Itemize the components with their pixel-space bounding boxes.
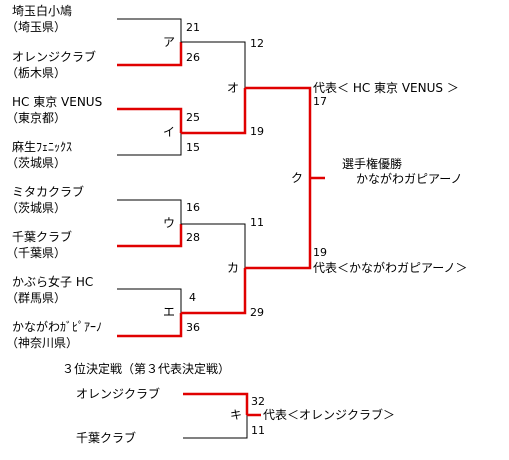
team8-line [117, 313, 183, 338]
team-6-name: 千葉クラブ [12, 230, 73, 244]
match-ka-score-top: 11 [250, 216, 264, 229]
match-u-score-top: 16 [186, 201, 200, 214]
team-7-pref: （群馬県） [6, 291, 67, 305]
representative-top: 代表＜ HC 東京 VENUS ＞ [313, 81, 459, 95]
team-2-name: オレンジクラブ [12, 50, 97, 64]
team-1-pref: （埼玉県） [6, 20, 67, 34]
third-place-lines [183, 392, 261, 439]
match-u-out [181, 223, 246, 268]
final-score-top: 17 [313, 95, 327, 108]
team-8-pref: （神奈川県） [6, 336, 79, 350]
third-place-label: キ [230, 408, 243, 422]
team6-line [117, 224, 183, 248]
match-i-label: イ [163, 125, 176, 139]
team5-line [117, 199, 182, 224]
third-top-line [183, 392, 249, 415]
final-label: ク [291, 171, 304, 185]
match-i-out [181, 88, 247, 135]
team-5-pref: （茨城県） [6, 201, 67, 215]
team-8-name: かながわｶﾞﾋﾟｱｰﾉ [12, 320, 103, 334]
match-o-score-top: 12 [250, 37, 264, 50]
team-1-name: 埼玉白小鳩 [12, 4, 73, 18]
team2-line [117, 42, 183, 67]
team3-line [117, 107, 183, 133]
match-o-score-bottom: 19 [250, 125, 264, 138]
match-i-lines [117, 88, 247, 156]
third-place-score-bottom: 11 [251, 424, 265, 437]
team-6-pref: （千葉県） [6, 246, 67, 260]
match-e-out [181, 268, 247, 315]
team-3-name: HC 東京 VENUS [12, 95, 103, 109]
match-a-out [181, 41, 246, 88]
team-4-pref: （茨城県） [6, 156, 67, 170]
match-u-lines [117, 199, 246, 268]
match-o-out [245, 86, 312, 178]
match-e-score-top: 4 [189, 291, 196, 304]
team-4-name: 麻生ﾌｪﾆｯｸｽ [12, 140, 73, 154]
third-bottom-line [183, 415, 248, 439]
match-e-lines [117, 268, 247, 338]
match-ka-score-bottom: 29 [250, 306, 264, 319]
match-i-score-bottom: 15 [186, 141, 200, 154]
team-7-name: かぶら女子 HC [12, 275, 94, 289]
final-score-bottom: 19 [313, 246, 327, 259]
team4-line [117, 133, 182, 156]
match-ka-out [245, 178, 312, 270]
third-place-score-top: 32 [251, 395, 265, 408]
match-u-label: ウ [163, 216, 176, 230]
match-u-score-bottom: 28 [186, 231, 200, 244]
team-3-pref: （東京都） [6, 111, 67, 125]
match-i-score-top: 25 [186, 111, 200, 124]
match-e-score-bottom: 36 [186, 321, 200, 334]
match-ka-label: カ [227, 261, 240, 275]
third-place-team-top: オレンジクラブ [76, 387, 161, 401]
third-place-team-bottom: 千葉クラブ [76, 431, 137, 445]
champion-title: 選手権優勝 [342, 157, 403, 171]
third-place-result: 代表＜オレンジクラブ＞ [263, 408, 396, 422]
team-2-pref: （栃木県） [6, 66, 67, 80]
team1-line [117, 18, 182, 42]
team-5-name: ミタカクラブ [12, 185, 85, 199]
champion-team: かながわガピアーノ [356, 172, 463, 186]
match-o-label: オ [227, 81, 240, 95]
match-e-label: エ [163, 305, 176, 319]
third-place-title: ３位決定戦（第３代表決定戦） [62, 362, 231, 376]
match-a-score-bottom: 26 [186, 51, 200, 64]
match-a-score-top: 21 [186, 21, 200, 34]
representative-bottom: 代表＜かながわガピアーノ＞ [313, 261, 468, 275]
match-a-lines [117, 18, 246, 88]
match-a-label: ア [163, 35, 176, 49]
team7-line [117, 288, 182, 313]
